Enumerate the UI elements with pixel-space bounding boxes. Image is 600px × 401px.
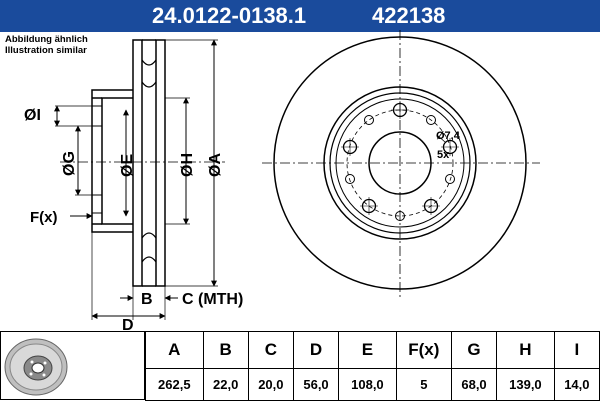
bolt-diameter-label: Ø7,4	[436, 130, 461, 142]
header-cell: A	[145, 331, 204, 369]
hub-outline	[91, 89, 133, 233]
value-cell: 139,0	[496, 368, 555, 401]
label-b: B	[141, 291, 153, 308]
label-c: C (MTH)	[182, 291, 243, 308]
label-g: ØG	[61, 151, 78, 176]
header-cell: F(x)	[395, 331, 452, 369]
center-bore	[368, 131, 432, 195]
header-cell: C	[247, 331, 294, 369]
value-cell: 22,0	[202, 368, 249, 401]
illustration-note: Abbildung ähnlich Illustration similar	[5, 34, 88, 56]
value-cell: 56,0	[292, 368, 340, 401]
label-f: F(x)	[30, 209, 58, 226]
disc-outer-edge	[273, 36, 527, 290]
label-a: ØA	[207, 153, 224, 177]
front-view	[262, 30, 540, 300]
header-bar: 24.0122-0138.1 422138	[0, 0, 600, 32]
value-cell: 108,0	[338, 368, 397, 401]
value-cell: 68,0	[450, 368, 498, 401]
dimension-table: A B C D E F(x) G H I 262,5 22,0 20,0 56,…	[145, 331, 600, 401]
label-i: ØI	[24, 107, 41, 124]
table-header-row: A B C D E F(x) G H I	[145, 331, 600, 369]
section-view	[91, 39, 166, 287]
value-cell: 5	[395, 368, 452, 401]
label-h: ØH	[179, 153, 196, 177]
value-cell: 262,5	[145, 368, 204, 401]
header-cell: E	[338, 331, 397, 369]
header-cell: G	[450, 331, 498, 369]
value-cell: 14,0	[553, 368, 600, 401]
note-line-en: Illustration similar	[5, 45, 87, 56]
outer-ring-right	[155, 39, 166, 287]
header-cell: H	[496, 331, 555, 369]
bolt-count-label: 5x	[437, 149, 450, 161]
header-cell: I	[553, 331, 600, 369]
label-d: D	[122, 317, 134, 334]
disc-thumbnail	[0, 331, 145, 400]
table-value-row: 262,5 22,0 20,0 56,0 108,0 5 68,0 139,0 …	[145, 368, 600, 401]
outer-ring-left	[132, 39, 143, 287]
value-cell: 20,0	[247, 368, 294, 401]
label-e: ØE	[119, 154, 136, 177]
small-holes	[345, 115, 455, 221]
note-line-de: Abbildung ähnlich	[5, 34, 88, 45]
ref-number: 422138	[372, 3, 446, 28]
header-cell: D	[292, 331, 340, 369]
part-number: 24.0122-0138.1	[152, 3, 307, 28]
header-cell: B	[202, 331, 249, 369]
